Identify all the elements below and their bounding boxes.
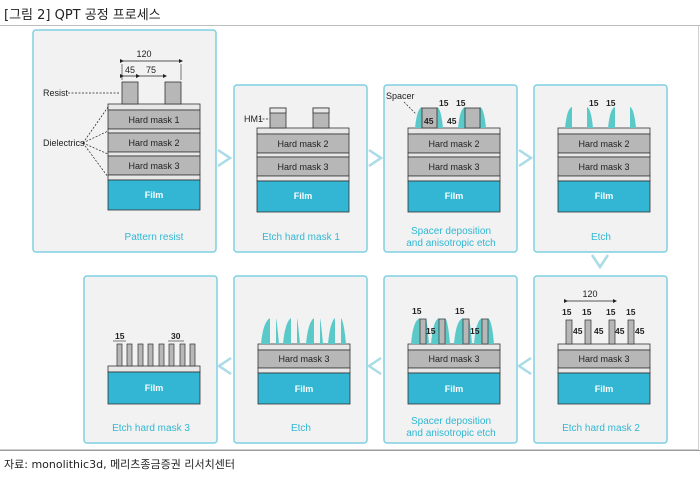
layer-label-film: Film xyxy=(445,191,464,201)
layer-label-film: Film xyxy=(294,191,313,201)
dimension-label: 15 xyxy=(455,306,465,316)
dimension-label: 45 xyxy=(447,116,457,126)
caption-step-8: Etch hard mask 3 xyxy=(112,423,190,434)
caption-step-6-line2: and anisotropic etch xyxy=(406,428,496,439)
dielectrics-label: Dielectrics xyxy=(43,138,85,148)
dim-120: 120 xyxy=(136,49,151,59)
layer-label-hm3: Hard mask 3 xyxy=(578,162,629,172)
arrow-left-icon xyxy=(216,356,232,376)
dimension-label: 15 xyxy=(589,98,599,108)
stack-etch-hard-mask-2: 120 15 15 15 15 45 45 45 45 Hard mask 3 … xyxy=(557,289,651,405)
figure-title: [그림 2] QPT 공정 프로세스 xyxy=(4,8,161,23)
dimension-label: 15 xyxy=(606,98,616,108)
layer-label-hm3: Hard mask 3 xyxy=(428,162,479,172)
resist-block xyxy=(164,81,182,105)
caption-step-1: Pattern resist xyxy=(125,232,184,243)
layer-label-film: Film xyxy=(145,190,164,200)
source-note: 자료: monolithic3d, 메리츠종금증권 리서치센터 xyxy=(4,458,236,471)
header-bar: [그림 2] QPT 공정 프로세스 xyxy=(0,0,700,26)
resist-label: Resist xyxy=(43,88,69,98)
hm1-label: HM1 xyxy=(244,114,263,124)
dimension-label: 15 xyxy=(456,98,466,108)
caption-step-4: Etch xyxy=(591,232,611,243)
stack-pattern-resist: Hard mask 1 Hard mask 2 Hard mask 3 Film… xyxy=(43,49,201,211)
arrow-right-icon xyxy=(217,148,233,168)
layer-label-hm2: Hard mask 2 xyxy=(277,139,328,149)
stack-spacer-deposition-2: 15 15 15 15 Hard mask 3 Film xyxy=(407,306,501,405)
layer-label-hm3: Hard mask 3 xyxy=(277,162,328,172)
dimension-label: 30 xyxy=(171,331,181,341)
arrow-left-icon xyxy=(516,356,532,376)
dimension-label: 15 xyxy=(115,331,125,341)
arrow-right-icon xyxy=(368,148,384,168)
layer-label-film: Film xyxy=(145,383,164,393)
arrow-right-icon xyxy=(518,148,534,168)
caption-step-3-line2: and anisotropic etch xyxy=(406,238,496,249)
flow-arrows xyxy=(216,148,610,376)
dim-75: 75 xyxy=(146,65,156,75)
dimension-label: 15 xyxy=(626,307,636,317)
dimension-label: 15 xyxy=(582,307,592,317)
caption-step-5: Etch hard mask 2 xyxy=(562,423,640,434)
dimension-label: 45 xyxy=(424,116,434,126)
footer-bar: 자료: monolithic3d, 메리츠종금증권 리서치센터 xyxy=(0,450,700,478)
layer-label-film: Film xyxy=(295,384,314,394)
layer-label-film: Film xyxy=(445,384,464,394)
spacer-label: Spacer xyxy=(386,91,415,101)
stack-etch-1: 15 15 Hard mask 2 Hard mask 3 Film xyxy=(557,98,651,213)
dimension-label: 120 xyxy=(582,289,597,299)
caption-step-3-line1: Spacer deposition xyxy=(411,226,491,237)
dimension-label: 15 xyxy=(439,98,449,108)
caption-step-6-line1: Spacer deposition xyxy=(411,416,491,427)
stack-etch-hard-mask-1: Hard mask 2 Hard mask 3 Film HM1 xyxy=(244,107,350,213)
layer-label-hm2: Hard mask 2 xyxy=(428,139,479,149)
dimension-label: 15 xyxy=(426,326,436,336)
dimension-label: 15 xyxy=(412,306,422,316)
resist-block xyxy=(121,81,139,105)
stack-etch-2: Hard mask 3 Film xyxy=(257,318,351,405)
dimension-label: 15 xyxy=(606,307,616,317)
caption-step-7: Etch xyxy=(291,423,311,434)
arrow-left-icon xyxy=(366,356,382,376)
layer-label-hm2: Hard mask 2 xyxy=(128,138,179,148)
stack-etch-hard-mask-3: 15 30 Film xyxy=(107,331,201,405)
layer-label-film: Film xyxy=(595,384,614,394)
dimension-label: 45 xyxy=(615,326,625,336)
layer-label-film: Film xyxy=(595,191,614,201)
dimension-label: 15 xyxy=(470,326,480,336)
layer-label-hm3: Hard mask 3 xyxy=(428,354,479,364)
dimension-label: 45 xyxy=(573,326,583,336)
layer-label-hm3: Hard mask 3 xyxy=(578,354,629,364)
layer-label-hm3: Hard mask 3 xyxy=(278,354,329,364)
dim-45: 45 xyxy=(125,65,135,75)
arrow-down-icon xyxy=(590,254,610,270)
caption-step-2: Etch hard mask 1 xyxy=(262,232,340,243)
stack-spacer-deposition-1: 45 45 15 15 Hard mask 2 Hard mask 3 Film… xyxy=(386,91,501,213)
figure-frame xyxy=(0,26,699,450)
layer-label-hm3: Hard mask 3 xyxy=(128,161,179,171)
dimension-label: 45 xyxy=(594,326,604,336)
dimension-label: 45 xyxy=(635,326,645,336)
dimension-label: 15 xyxy=(562,307,572,317)
layer-label-hm1: Hard mask 1 xyxy=(128,115,179,125)
layer-label-hm2: Hard mask 2 xyxy=(578,139,629,149)
